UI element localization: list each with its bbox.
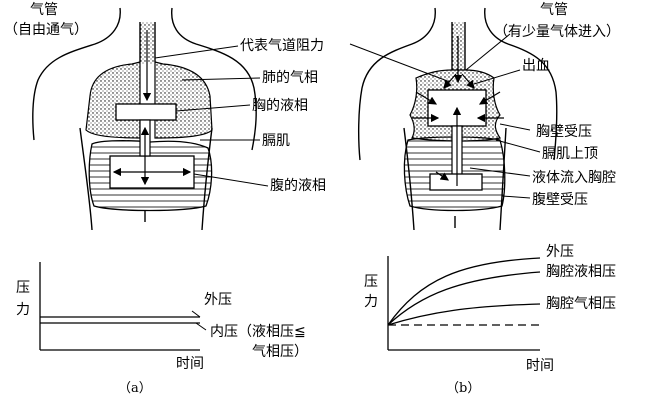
caption-a: （a） bbox=[118, 381, 152, 396]
graph-a-ylabel-2: 力 bbox=[16, 302, 30, 318]
graph-b-chest-liquid-curve bbox=[387, 271, 541, 326]
label-airway-resistance: 代表气道阻力 bbox=[240, 38, 324, 54]
abdomen-inner-box-b bbox=[429, 173, 483, 191]
graph-a-internal-label-1: 内压（液相压≦ bbox=[210, 324, 306, 340]
graph-b-chest-liquid-label: 胸腔液相压 bbox=[546, 264, 616, 280]
label-diaphragm-a: 膈肌 bbox=[262, 133, 290, 149]
graph-a-xlabel: 时间 bbox=[176, 356, 204, 372]
label-diaphragm-up: 膈肌上顶 bbox=[542, 146, 598, 162]
graph-b-xlabel: 时间 bbox=[526, 358, 554, 374]
graph-a-internal-label-2: 气相压） bbox=[252, 344, 308, 360]
label-trachea-note-a: （自由通气） bbox=[4, 22, 88, 38]
leader-lines-b bbox=[349, 33, 541, 199]
label-trachea-b: 气管 bbox=[540, 2, 568, 18]
label-chest-liquid-a: 胸的液相 bbox=[252, 98, 308, 114]
graph-b-ylabel-1: 压 bbox=[364, 274, 378, 290]
graph-b-external-curve bbox=[387, 257, 541, 326]
pressure-arrows-b bbox=[412, 36, 504, 186]
label-abdomen-wall: 腹壁受压 bbox=[532, 191, 588, 208]
caption-b: （b） bbox=[446, 381, 480, 396]
graph-a: 压 力 外压 内压（液相压≦ 气相压） 时间 （a） bbox=[16, 262, 308, 396]
label-lung-gas: 肺的气相 bbox=[262, 70, 318, 86]
chest-liquid-box-a bbox=[115, 103, 177, 121]
graph-b: 压 力 外压 胸腔液相压 胸腔气相压 时间 （b） bbox=[364, 244, 616, 396]
label-bleeding: 出血 bbox=[522, 58, 550, 74]
graph-b-chest-gas-label: 胸腔气相压 bbox=[546, 296, 616, 312]
leader-lines-a bbox=[154, 45, 269, 187]
graph-b-chest-gas-curve bbox=[387, 303, 541, 326]
label-trachea-note-b: （有少量气体进入） bbox=[494, 24, 620, 40]
graph-a-external-label: 外压 bbox=[204, 292, 232, 308]
pressure-arrows-a bbox=[112, 30, 192, 186]
label-chest-wall: 胸壁受压 bbox=[536, 124, 592, 140]
graph-b-ylabel-2: 力 bbox=[364, 294, 378, 310]
label-abdomen-liquid-a: 腹的液相 bbox=[270, 177, 326, 194]
label-trachea-a: 气管 bbox=[30, 2, 58, 18]
label-liquid-flow: 液体流入胸腔 bbox=[532, 170, 616, 186]
graph-a-ylabel-1: 压 bbox=[16, 280, 30, 296]
graph-b-external-label: 外压 bbox=[546, 244, 574, 260]
